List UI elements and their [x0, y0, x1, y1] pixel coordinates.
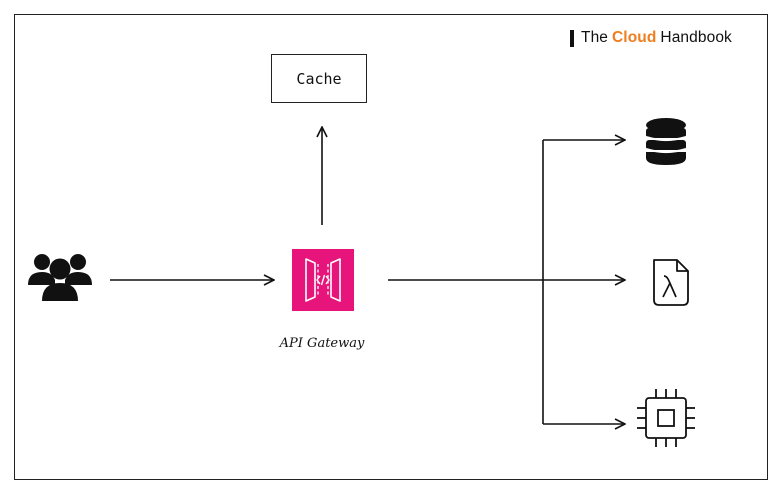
cpu-chip-icon [637, 389, 695, 447]
database-icon [645, 118, 687, 165]
api-gateway-icon [292, 249, 354, 311]
brand-bar-icon [570, 29, 574, 47]
brand-prefix: The [581, 29, 609, 46]
users-icon [28, 254, 92, 301]
brand-accent: Cloud [612, 29, 657, 46]
brand-suffix: Handbook [660, 29, 732, 46]
api-gateway-label: API Gateway [279, 336, 365, 351]
diagram-frame [14, 14, 768, 480]
cache-node: Cache [271, 54, 367, 103]
cache-label: Cache [296, 69, 342, 88]
brand-logo: The Cloud Handbook [570, 28, 732, 48]
lambda-file-icon [653, 259, 689, 306]
